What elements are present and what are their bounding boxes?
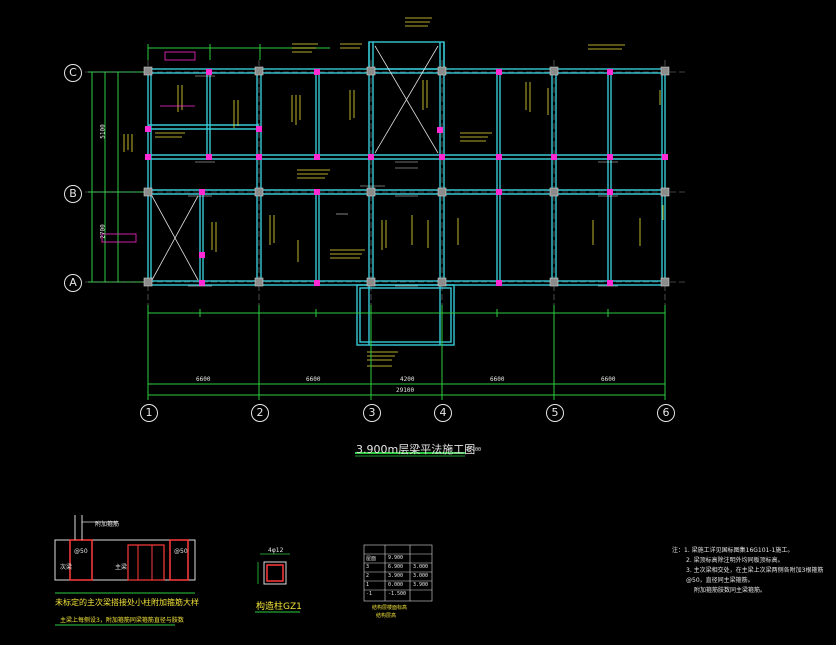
dim-total: 29100 <box>396 387 415 394</box>
axis-bubble-3: 3 <box>363 404 381 422</box>
detail-left-drawing <box>54 515 196 626</box>
drawing-title: 3.900m层梁平法施工图 <box>356 443 476 456</box>
axis-bubble-5: 5 <box>546 404 564 422</box>
axis-bubble-b: B <box>64 185 82 203</box>
detail-label-main: 主梁 <box>115 564 128 571</box>
level-table-title: 结构层楼面标高 <box>372 605 408 611</box>
beams <box>147 41 666 346</box>
detail-dim-left: @50 <box>74 548 88 555</box>
bottom-dimension-lines <box>147 305 666 400</box>
left-dimension-lines <box>88 71 150 283</box>
columns <box>143 66 670 287</box>
level-table-cell: 3.000 <box>413 573 429 579</box>
column-detail-title: 构造柱GZ1 <box>256 602 302 612</box>
axis-bubble-6: 6 <box>657 404 675 422</box>
dim-span-ab: 2700 <box>99 224 107 239</box>
intersection-markers <box>145 69 668 286</box>
level-table-row: -1 -1.500 <box>364 590 432 599</box>
axis-bubble-4: 4 <box>434 404 452 422</box>
level-table-cell: 1 <box>366 582 370 588</box>
dim-span-1: 6600 <box>196 376 211 383</box>
level-table-row: 屋面 9.900 <box>364 554 432 563</box>
note-3: 3. 主次梁相交处，在主梁上次梁两侧各附加3根箍筋@50，直径同主梁箍筋。 <box>686 567 824 584</box>
detail-label-secondary: 次梁 <box>60 564 73 571</box>
grid-axis-lines <box>85 60 685 400</box>
note-1: 注：1. 梁施工详见国标图集16G101-1施工。 <box>672 547 794 554</box>
level-table-row: 3 6.900 3.000 <box>364 563 432 572</box>
magenta-labels <box>101 51 196 243</box>
axis-bubble-2: 2 <box>251 404 269 422</box>
level-table-cell: 2 <box>366 573 370 579</box>
level-table-cell: -1 <box>366 591 373 597</box>
level-table-subtitle: 结构层高 <box>376 613 397 619</box>
note-4: 附加箍筋肢数同主梁箍筋。 <box>694 587 767 594</box>
dim-span-5: 6600 <box>601 376 616 383</box>
level-table-grid <box>363 544 433 602</box>
dim-span-4: 6600 <box>490 376 505 383</box>
detail-label-stirrup: 附加箍筋 <box>95 521 120 528</box>
detail-left-subtitle: 主梁上每侧设3，附加箍筋同梁箍筋直径与肢数 <box>60 617 184 624</box>
level-table-cell: 0.000 <box>388 582 404 588</box>
level-table-cell: 3.900 <box>388 573 404 579</box>
axis-bubble-1: 1 <box>140 404 158 422</box>
level-table-row: 2 3.900 3.000 <box>364 572 432 581</box>
dim-span-3: 4200 <box>400 376 415 383</box>
level-table-cell: -1.500 <box>388 591 407 597</box>
beam-size-marks <box>188 75 618 287</box>
stair-voids <box>151 45 439 281</box>
level-table-cell: 3.000 <box>413 564 429 570</box>
level-table-row: 1 0.000 3.900 <box>364 581 432 590</box>
axis-bubble-a: A <box>64 274 82 292</box>
level-table-cell: 6.900 <box>388 564 404 570</box>
dim-span-2: 6600 <box>306 376 321 383</box>
level-table-cell: 屋面 <box>366 556 377 562</box>
column-rebar-label: 4φ12 <box>268 547 284 554</box>
column-detail-gz1 <box>255 553 300 613</box>
title-underline <box>355 452 465 457</box>
note-2: 2. 梁顶标高除注明外均同板顶标高。 <box>686 557 784 564</box>
detail-dim-right: @50 <box>174 548 188 555</box>
level-table-cell: 3 <box>366 564 370 570</box>
level-table-cell: 3.900 <box>413 582 429 588</box>
drawing-scale: 1:100 <box>466 447 482 453</box>
general-notes: 注：1. 梁施工详见国标图集16G101-1施工。 2. 梁顶标高除注明外均同板… <box>672 546 832 596</box>
detail-left-title: 未标定的主次梁搭接处小柱附加箍筋大样 <box>55 598 199 607</box>
level-table-cell: 9.900 <box>388 555 404 561</box>
axis-bubble-c: C <box>64 64 82 82</box>
dim-span-bc: 5100 <box>99 124 107 139</box>
